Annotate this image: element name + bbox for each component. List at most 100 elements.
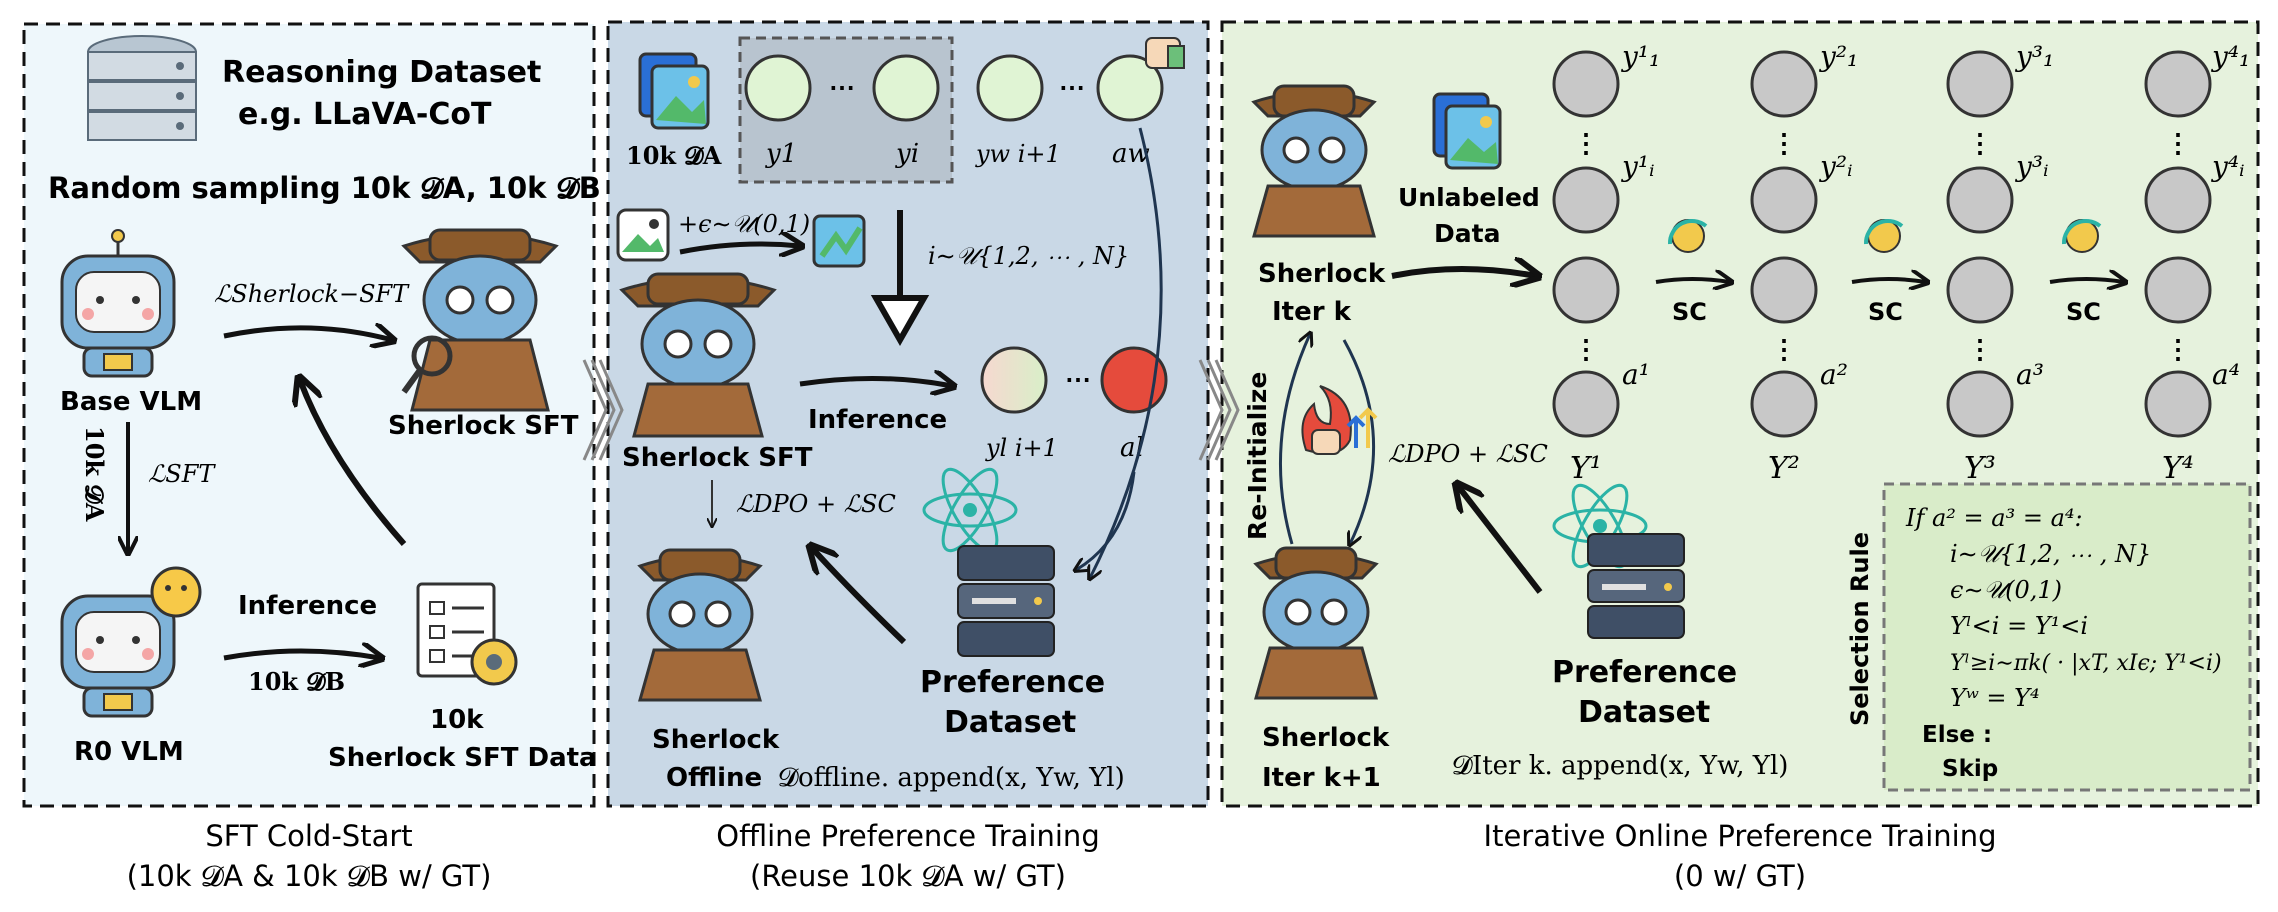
label-yi1w: yw i+1 — [975, 140, 1061, 168]
image-stack-icon — [1432, 92, 1502, 170]
svg-text:⋮: ⋮ — [2165, 335, 2191, 365]
svg-text:⋮: ⋮ — [1573, 129, 1599, 159]
detective-icon — [1251, 84, 1377, 238]
arrow-k-to-samples — [1391, 269, 1536, 276]
arrow-k-to-k1 — [1342, 339, 1376, 544]
col2-ans: a² — [1820, 358, 1848, 391]
svg-text:⋯: ⋯ — [1059, 73, 1085, 103]
selection-rule-box — [1882, 482, 2252, 792]
sft-data-label: Sherlock SFT Data — [328, 743, 597, 773]
rule-line-3: ϵ∼𝒰(0,1) — [1950, 576, 2062, 604]
caption-offline-2: (Reuse 10k 𝓓A w/ GT) — [750, 859, 1066, 893]
arrow-inference-offline — [799, 378, 952, 386]
node-yi1w — [976, 54, 1044, 122]
robot-thinking-icon — [60, 566, 202, 718]
unlabeled-2: Data — [1434, 219, 1500, 248]
unlabeled-1: Unlabeled — [1398, 183, 1540, 212]
data-a-vertical: 10k 𝓓A — [80, 426, 109, 522]
loss-sft: ℒSFT — [148, 460, 216, 488]
data-b-label: 10k 𝓓B — [248, 667, 345, 696]
document-gear-icon — [416, 582, 518, 686]
col4-Y: Y⁴ — [2162, 451, 2194, 486]
fire-fist-icon — [1301, 385, 1378, 455]
col3-Y: Y³ — [1964, 451, 1996, 486]
offline-sherlock-sft-label: Sherlock SFT — [622, 443, 813, 473]
sherlock-k-2: Iter k — [1272, 297, 1352, 327]
sc-label-2: SC — [1868, 298, 1903, 326]
sherlock-offline-2: Offline — [666, 763, 762, 793]
label-yi: yi — [895, 139, 919, 169]
rule-line-7: Else : — [1922, 722, 1992, 748]
node-al — [1100, 346, 1168, 414]
caption-online-1: Iterative Online Preference Training — [1484, 819, 1997, 853]
database-icon — [87, 35, 197, 141]
caption-offline-1: Offline Preference Training — [716, 819, 1099, 853]
sampling-label: Random sampling 10k 𝓓A, 10k 𝓓B — [48, 171, 601, 205]
offline-inference-label: Inference — [808, 405, 947, 435]
col1-top: y¹₁ — [1620, 40, 1660, 73]
offline-loss-label: ℒDPO + ℒSC — [736, 490, 896, 518]
sample-i-label: i∼𝒰{1,2, ⋯ , N} — [928, 242, 1129, 270]
preference-dataset-icon — [1552, 483, 1685, 639]
arrow-base-to-sherlock — [223, 328, 392, 340]
robot-icon — [60, 229, 176, 378]
svg-text:⋮: ⋮ — [1967, 129, 1993, 159]
inference-label-sft: Inference — [238, 591, 377, 621]
node-aw — [1096, 54, 1164, 122]
arrow-pref-to-k1 — [1458, 486, 1543, 594]
detective-icon — [1253, 546, 1379, 700]
col4-mid: y⁴ᵢ — [2210, 150, 2245, 183]
arrow-sc-3 — [2049, 279, 2124, 282]
online-pref-1: Preference — [1552, 655, 1737, 690]
rule-line-4: Yˡ<i = Y¹<i — [1950, 612, 2088, 640]
image-icon — [616, 208, 670, 262]
base-vlm-label: Base VLM — [60, 387, 202, 417]
arrow-sc-2 — [1851, 279, 1926, 282]
column-2: ⋮ ⋮ — [1750, 50, 1818, 438]
offline-pref-2: Dataset — [944, 705, 1076, 740]
svg-text:⋮: ⋮ — [1967, 335, 1993, 365]
column-4: ⋮ ⋮ — [2144, 50, 2212, 438]
arrow-al-to-pref — [1076, 471, 1136, 570]
lightbulb-icon — [2061, 218, 2102, 253]
node-yi — [872, 54, 940, 122]
svg-text:⋮: ⋮ — [2165, 129, 2191, 159]
rule-line-2: i∼𝒰{1,2, ⋯ , N} — [1950, 540, 2151, 568]
thumbs-up-icon — [1145, 37, 1185, 69]
col2-mid: y²ᵢ — [1818, 150, 1853, 183]
rule-line-6: Yʷ = Y⁴ — [1950, 684, 2040, 712]
svg-text:⋯: ⋯ — [1065, 365, 1091, 395]
svg-text:⋯: ⋯ — [829, 73, 855, 103]
lightbulb-icon — [1667, 218, 1708, 253]
detective-icon — [619, 272, 777, 438]
detective-icon — [401, 228, 559, 412]
rule-line-8: Skip — [1942, 756, 1998, 782]
col1-Y: Y¹ — [1570, 451, 1602, 486]
noise-label: +ϵ∼𝒰(0,1) — [678, 210, 810, 238]
col3-top: y³₁ — [2014, 40, 2054, 73]
label-y1: y1 — [765, 139, 797, 169]
node-yi1l — [980, 346, 1048, 414]
lightbulb-icon — [1863, 218, 1904, 253]
noisy-image-icon — [812, 214, 866, 268]
label-yi1l: yl i+1 — [985, 434, 1058, 462]
col1-ans: a¹ — [1622, 358, 1650, 391]
sherlock-k-1: Sherlock — [1258, 259, 1386, 289]
arrow-r0-to-data — [223, 651, 380, 658]
sc-label-1: SC — [1672, 298, 1707, 326]
sft-data-count: 10k — [430, 705, 484, 735]
col1-mid: y¹ᵢ — [1620, 150, 1655, 183]
sc-label-3: SC — [2066, 298, 2101, 326]
col2-Y: Y² — [1768, 451, 1800, 486]
svg-text:⋮: ⋮ — [1771, 335, 1797, 365]
online-loss-label: ℒDPO + ℒSC — [1388, 440, 1548, 468]
selection-rule-title: Selection Rule — [1846, 532, 1874, 726]
offline-data-label: 10k 𝓓A — [626, 141, 722, 170]
chevron-icon — [582, 359, 1240, 461]
sherlock-offline-1: Sherlock — [652, 725, 780, 755]
rule-line-1: If a² = a³ = a⁴: — [1905, 504, 2083, 532]
arrow-k1-to-k — [1278, 334, 1310, 545]
image-stack-icon — [638, 52, 710, 130]
svg-text:⋮: ⋮ — [1573, 335, 1599, 365]
sherlock-k1-2: Iter k+1 — [1262, 763, 1381, 793]
